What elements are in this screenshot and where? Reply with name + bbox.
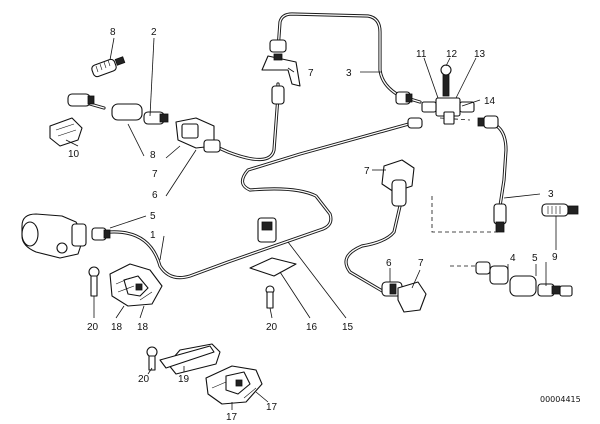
label-6-left: 6 bbox=[152, 190, 158, 201]
label-16: 16 bbox=[306, 322, 318, 333]
label-5-right: 5 bbox=[532, 253, 538, 264]
top-brake-pipe bbox=[276, 12, 422, 104]
label-20-bottom: 20 bbox=[138, 374, 150, 385]
label-19: 19 bbox=[178, 374, 190, 385]
label-11: 11 bbox=[416, 49, 427, 60]
label-4: 4 bbox=[510, 253, 516, 264]
label-5-left: 5 bbox=[150, 211, 156, 222]
drawing-number: 00004415 bbox=[540, 395, 581, 404]
label-20-left: 20 bbox=[87, 322, 99, 333]
label-3-top: 3 bbox=[346, 68, 352, 79]
right-hose-clip-lower bbox=[381, 281, 427, 313]
label-8-mid: 8 bbox=[150, 150, 156, 161]
label-7-right: 7 bbox=[364, 166, 370, 177]
bracket-10 bbox=[49, 117, 83, 147]
center-clip-15 bbox=[249, 217, 297, 277]
label-12: 12 bbox=[446, 49, 458, 60]
pipe-3-end-fitting bbox=[493, 203, 507, 233]
label-18-left: 18 bbox=[111, 322, 123, 333]
label-9-right: 9 bbox=[552, 252, 558, 263]
left-hose-group bbox=[67, 93, 221, 153]
label-14: 14 bbox=[484, 96, 496, 107]
label-20-center: 20 bbox=[266, 322, 278, 333]
bleed-screw-9-right bbox=[541, 203, 579, 217]
screw-20-left bbox=[88, 266, 100, 297]
label-18-mid: 18 bbox=[137, 322, 149, 333]
label-7-left: 7 bbox=[152, 169, 158, 180]
label-8-topleft: 8 bbox=[110, 27, 116, 38]
brake-distributor-tee bbox=[395, 64, 499, 129]
part-labels: 8 2 7 3 11 12 13 14 10 8 7 6 7 3 5 1 9 4… bbox=[68, 27, 558, 423]
screw-20-center bbox=[265, 285, 275, 309]
label-17-bottom: 17 bbox=[226, 412, 238, 423]
label-1: 1 bbox=[150, 230, 156, 241]
label-10: 10 bbox=[68, 149, 80, 160]
mounting-bracket-19 bbox=[159, 343, 221, 375]
brake-pipes bbox=[74, 12, 508, 294]
pipe-6-right bbox=[344, 204, 402, 294]
alignment-lines bbox=[431, 117, 498, 267]
label-3-right: 3 bbox=[548, 189, 554, 200]
label-2: 2 bbox=[151, 27, 157, 38]
leader-lines bbox=[65, 37, 557, 410]
screw-20-bottom bbox=[146, 346, 158, 371]
top-hose-clip bbox=[261, 39, 301, 105]
label-7-lowright: 7 bbox=[418, 258, 424, 269]
label-7-top: 7 bbox=[308, 68, 314, 79]
right-hose-clip-upper bbox=[381, 159, 415, 207]
clip-18-left bbox=[109, 263, 163, 307]
pressure-regulator bbox=[21, 213, 111, 259]
bleed-screw-9-left bbox=[91, 56, 126, 78]
label-13: 13 bbox=[474, 49, 486, 60]
label-6-right: 6 bbox=[386, 258, 392, 269]
right-wheel-fitting bbox=[475, 261, 573, 297]
label-15: 15 bbox=[342, 322, 354, 333]
clip-17 bbox=[205, 365, 263, 405]
label-17-right: 17 bbox=[266, 402, 278, 413]
